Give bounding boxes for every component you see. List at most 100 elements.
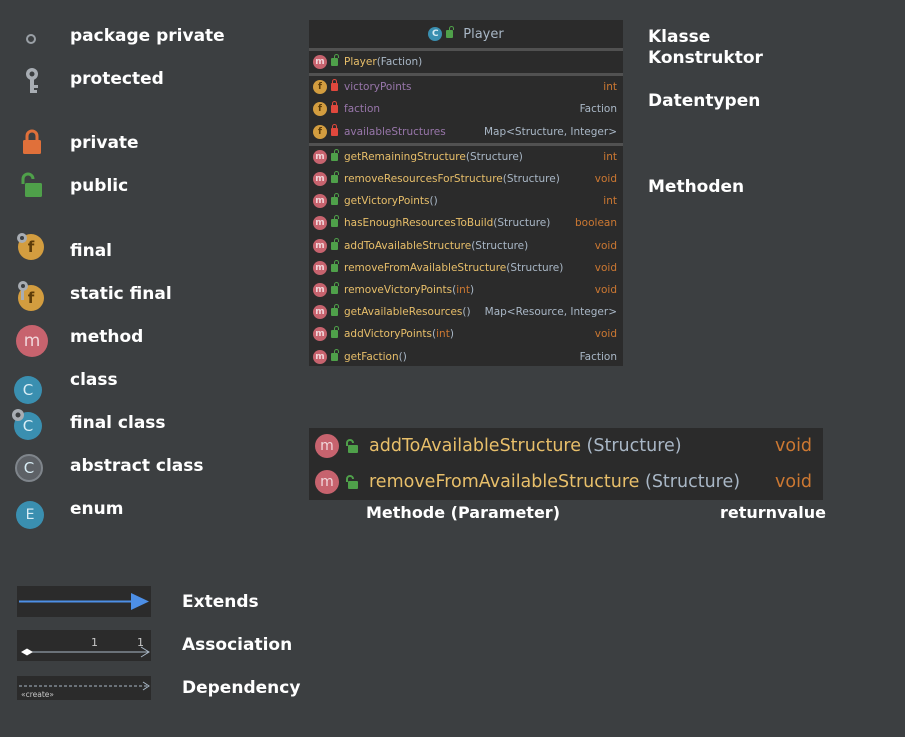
public-lock-icon — [331, 348, 339, 361]
method-icon: m — [313, 282, 327, 297]
legend-label-method: method — [70, 327, 144, 347]
legend-label-public: public — [70, 176, 129, 196]
annotation-methoden: Methoden — [648, 177, 745, 197]
static-final-field-icon: f — [16, 280, 46, 312]
method-return: void — [594, 173, 617, 186]
example-method-row: m removeFromAvailableStructure (Structur… — [309, 464, 823, 500]
constructor-name: Player — [344, 56, 377, 69]
method-name: getFaction — [344, 350, 399, 363]
method-return: void — [594, 239, 617, 252]
public-lock-icon — [345, 474, 359, 490]
method-return: void — [594, 328, 617, 341]
method-return: Faction — [579, 350, 617, 363]
legend-label-static-final: static final — [70, 284, 172, 304]
method-row: m getFaction() Faction — [309, 345, 623, 367]
method-icon: m — [313, 216, 327, 231]
private-lock-icon — [331, 79, 338, 92]
public-lock-icon — [331, 281, 339, 294]
method-icon: m — [313, 349, 327, 364]
method-row: m getRemainingStructure(Structure) int — [309, 146, 623, 168]
method-params: (Structure) — [502, 173, 560, 186]
method-return: int — [603, 150, 617, 163]
method-params: (int) — [452, 283, 475, 296]
constructor-row: m Player(Faction) — [309, 51, 623, 73]
arrow-label-extends: Extends — [182, 592, 259, 612]
public-lock-icon — [20, 171, 44, 199]
legend-label-protected: protected — [70, 69, 164, 89]
method-icon: m — [313, 238, 327, 253]
public-lock-icon — [345, 438, 359, 454]
example-method-row: m addToAvailableStructure (Structure) vo… — [309, 428, 823, 464]
public-lock-icon — [331, 259, 339, 272]
caption-returnvalue: returnvalue — [720, 503, 827, 522]
example-method-return: void — [775, 472, 813, 492]
method-icon: m — [315, 434, 339, 458]
annotation-klasse: Klasse — [648, 27, 711, 47]
example-method-name: removeFromAvailableStructure — [369, 472, 640, 492]
legend-label-enum: enum — [70, 499, 124, 519]
final-class-icon: C — [11, 408, 43, 440]
method-name: getRemainingStructure — [344, 150, 466, 163]
method-params: () — [462, 306, 471, 319]
method-signature-example — [309, 428, 823, 500]
field-name: availableStructures — [344, 125, 446, 138]
class-icon: C — [13, 375, 43, 405]
method-icon: m — [313, 172, 327, 187]
method-name: getAvailableResources — [344, 306, 463, 319]
legend-label-final-class: final class — [70, 413, 166, 433]
method-params: () — [429, 195, 438, 208]
method-name: getVictoryPoints — [344, 195, 430, 208]
method-params: (Structure) — [471, 239, 529, 252]
public-lock-icon — [331, 326, 339, 339]
example-method-name: addToAvailableStructure — [369, 436, 581, 456]
method-params: (Structure) — [465, 150, 523, 163]
enum-icon: E — [15, 500, 45, 530]
method-row: m addToAvailableStructure(Structure) void — [309, 235, 623, 257]
field-name: faction — [344, 103, 381, 116]
class-icon: C — [428, 27, 443, 41]
legend-label-package-private: package private — [70, 26, 225, 46]
dependency-stereotype: «create» — [21, 690, 54, 699]
method-name: addToAvailableStructure — [344, 239, 472, 252]
method-return: void — [594, 283, 617, 296]
public-lock-icon — [331, 304, 339, 317]
private-lock-icon — [21, 128, 43, 156]
legend-label-final: final — [70, 241, 113, 261]
association-arrow-icon: 1 1 — [17, 630, 151, 661]
association-multiplicity-left: 1 — [91, 636, 98, 649]
private-lock-icon — [331, 101, 338, 114]
method-icon: m — [313, 149, 327, 164]
method-return: int — [603, 195, 617, 208]
public-lock-icon — [331, 237, 339, 250]
method-name: removeResourcesForStructure — [344, 173, 503, 186]
legend-label-abstract-class: abstract class — [70, 456, 204, 476]
final-field-icon: f — [313, 102, 327, 117]
method-params: (Structure) — [506, 261, 564, 274]
method-icon: m — [315, 470, 339, 494]
constructor-params: (Faction) — [376, 56, 423, 69]
method-params: (Structure) — [493, 217, 551, 230]
public-lock-icon — [331, 215, 339, 228]
method-icon: m — [313, 305, 327, 320]
method-icon: m — [313, 260, 327, 275]
private-lock-icon — [331, 123, 338, 136]
protected-key-icon — [22, 66, 42, 96]
class-title: Player — [463, 26, 504, 42]
method-params: () — [398, 350, 407, 363]
annotation-datentypen: Datentypen — [648, 91, 761, 111]
public-lock-icon — [331, 54, 339, 67]
example-method-params: (Structure) — [639, 472, 741, 492]
final-field-icon: f — [313, 124, 327, 139]
class-box-header: C Player — [309, 20, 623, 48]
example-method-params: (Structure) — [580, 436, 682, 456]
final-field-icon: f — [16, 232, 46, 262]
method-row: m removeResourcesForStructure(Structure) v… — [309, 168, 623, 190]
field-type: int — [603, 81, 617, 94]
method-name: hasEnoughResourcesToBuild — [344, 217, 494, 230]
